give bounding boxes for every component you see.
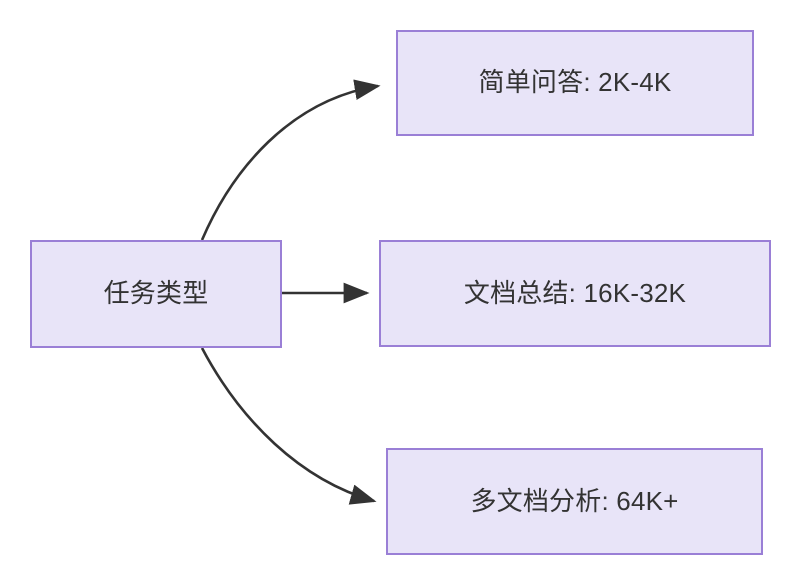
node-task-type[interactable]: 任务类型 <box>30 240 282 348</box>
node-doc-summary[interactable]: 文档总结: 16K-32K <box>379 240 771 347</box>
node-simple-qa[interactable]: 简单问答: 2K-4K <box>396 30 754 136</box>
node-task-type-label: 任务类型 <box>103 278 209 309</box>
node-multi-doc-label: 多文档分析: 64K+ <box>470 485 679 516</box>
node-doc-summary-label: 文档总结: 16K-32K <box>463 277 687 308</box>
edge-task-type-to-multi-doc <box>200 347 377 505</box>
node-simple-qa-label: 简单问答: 2K-4K <box>478 67 672 98</box>
edge-task-type-to-simple-qa <box>200 79 381 241</box>
node-multi-doc[interactable]: 多文档分析: 64K+ <box>386 448 763 555</box>
